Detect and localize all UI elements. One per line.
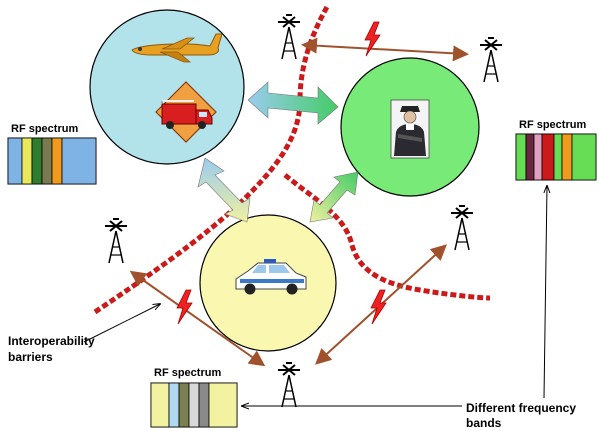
rf-spectrum-bottom-bands [150, 382, 238, 428]
spectrum-band [150, 382, 170, 428]
police-officer-icon [390, 99, 430, 159]
pointer-to-right-spectrum [544, 186, 547, 399]
spectrum-band [541, 133, 555, 181]
tower-link-top [301, 37, 469, 62]
spectrum-band [515, 133, 527, 181]
spectrum-band [51, 137, 63, 185]
spectrum-band [168, 382, 180, 428]
spectrum-band [188, 382, 200, 428]
rf-spectrum-right-bands [515, 133, 597, 181]
tower-link-left [129, 270, 266, 367]
police-car-icon [235, 259, 307, 295]
fire-rescue-circle [89, 9, 245, 165]
fire-truck-icon [155, 81, 217, 143]
rf-spectrum-right-title: RF spectrum [519, 119, 586, 131]
spectrum-band [571, 133, 597, 181]
spectrum-band [61, 137, 97, 185]
frequency-label-line2: bands [466, 416, 502, 430]
spectrum-band [7, 137, 23, 185]
antenna-tower-icon [104, 218, 128, 264]
spectrum-band [525, 133, 535, 181]
antenna-tower-icon [277, 14, 301, 60]
spectrum-band [198, 382, 210, 428]
airplane-icon [131, 33, 223, 63]
rf-spectrum-right: RF spectrum [515, 119, 597, 181]
rf-spectrum-left-bands [7, 137, 97, 185]
interoperability-label-line2: barriers [8, 350, 53, 364]
antenna-tower-icon [479, 37, 503, 83]
pointer-to-barrier [83, 304, 160, 343]
link-fire-police-arrow [247, 81, 339, 125]
spectrum-band [561, 133, 573, 181]
spectrum-band [41, 137, 53, 185]
antenna-tower-icon [450, 205, 474, 251]
lightning-icon [370, 289, 387, 325]
frequency-label-line1: Different frequency [466, 401, 576, 415]
link-fire-car-arrow [197, 157, 251, 223]
spectrum-band [553, 133, 563, 181]
lightning-icon [176, 289, 193, 325]
rf-spectrum-left-title: RF spectrum [11, 123, 78, 135]
link-police-car-arrow [309, 171, 359, 223]
rf-spectrum-left: RF spectrum [7, 123, 97, 185]
annotation-pointers [83, 186, 547, 406]
antenna-tower-icon [277, 362, 301, 408]
spectrum-band [178, 382, 190, 428]
lightning-icon [364, 21, 381, 57]
spectrum-band [533, 133, 543, 181]
spectrum-band [31, 137, 43, 185]
spectrum-band [208, 382, 238, 428]
interoperability-label-line1: Interoperability [8, 334, 95, 348]
spectrum-band [21, 137, 33, 185]
rf-spectrum-bottom: RF spectrum [150, 367, 238, 428]
barrier-line-main [93, 3, 331, 315]
rf-spectrum-bottom-title: RF spectrum [154, 367, 221, 379]
